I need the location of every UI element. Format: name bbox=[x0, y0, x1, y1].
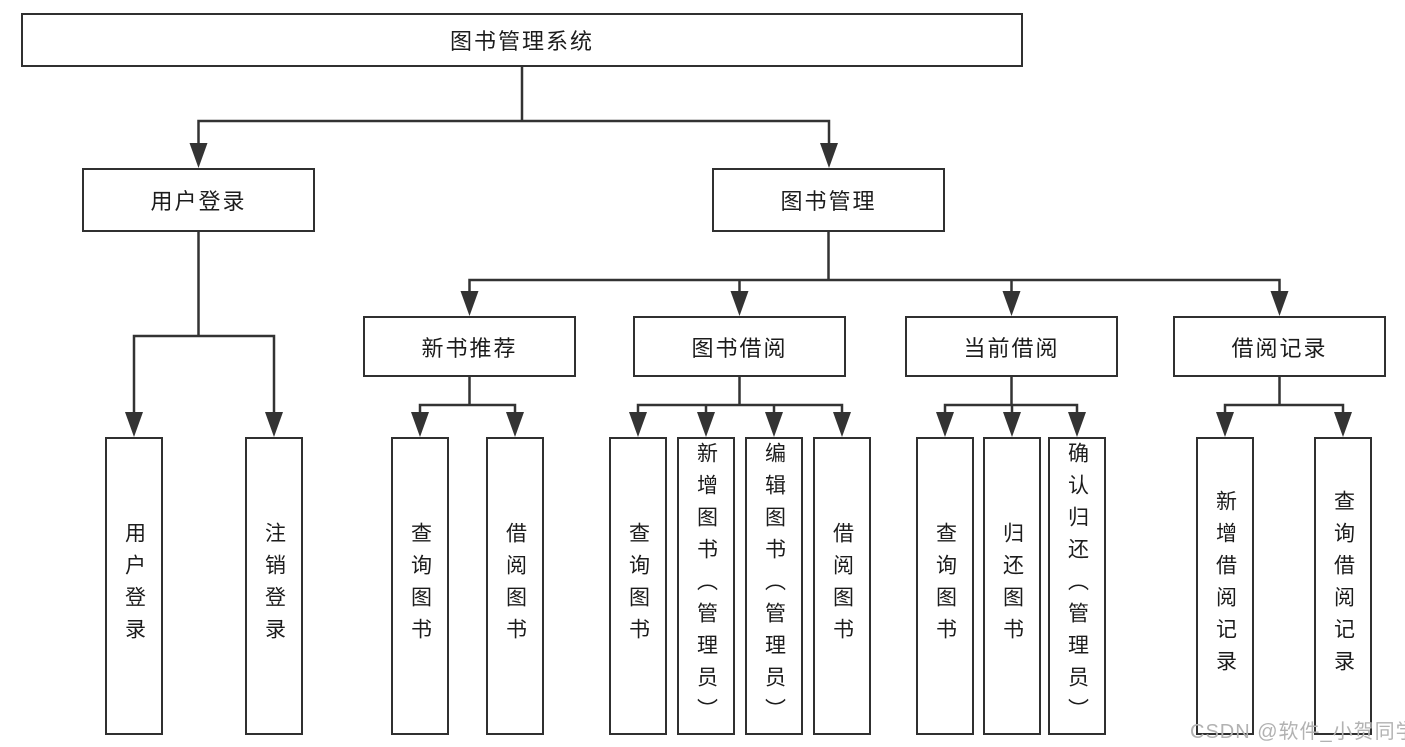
arrowhead bbox=[820, 143, 838, 168]
node-leaf-edit-books-admin: 编辑图书（管理员） bbox=[745, 437, 803, 735]
node-leaf-query-borrow-record: 查询借阅记录 bbox=[1314, 437, 1372, 735]
arrowhead bbox=[1270, 291, 1289, 316]
arrowhead bbox=[936, 412, 954, 437]
node-label: 借阅记录 bbox=[1231, 335, 1328, 361]
node-book-borrowing: 图书借阅 bbox=[633, 316, 846, 377]
node-current-borrowing: 当前借阅 bbox=[905, 316, 1118, 377]
node-leaf-user-login: 用户登录 bbox=[105, 437, 163, 735]
node-label: 当前借阅 bbox=[963, 335, 1060, 361]
node-label: 用户登录 bbox=[150, 189, 247, 214]
arrowhead bbox=[460, 291, 479, 316]
node-user-login-branch: 用户登录 bbox=[82, 168, 315, 232]
csdn-watermark: CSDN @软件_小贺同学 bbox=[1190, 721, 1405, 743]
arrowhead bbox=[1216, 412, 1234, 437]
node-leaf-add-books-admin: 新增图书（管理员） bbox=[677, 437, 735, 735]
arrowhead bbox=[697, 412, 715, 437]
node-leaf-query-books: 查询图书 bbox=[916, 437, 974, 735]
node-leaf-query-books: 查询图书 bbox=[391, 437, 449, 735]
connector-root-to-level2 bbox=[189, 65, 838, 168]
arrowhead bbox=[265, 412, 283, 437]
arrowhead bbox=[125, 412, 143, 437]
connector-borrowing-records-to-leaves bbox=[1216, 375, 1352, 437]
node-leaf-return-books: 归还图书 bbox=[983, 437, 1041, 735]
arrowhead bbox=[506, 412, 524, 437]
node-new-book-recommend: 新书推荐 bbox=[363, 316, 576, 377]
node-leaf-logout: 注销登录 bbox=[245, 437, 303, 735]
connector-user-login-to-leaves bbox=[125, 230, 283, 437]
node-label: 图书管理 bbox=[780, 189, 877, 214]
node-borrowing-records: 借阅记录 bbox=[1173, 316, 1386, 377]
node-label: 新书推荐 bbox=[421, 335, 518, 361]
connector-new-book-recommend-to-leaves bbox=[411, 375, 524, 437]
node-leaf-confirm-return-admin: 确认归还（管理员） bbox=[1048, 437, 1106, 735]
arrowhead bbox=[730, 291, 749, 316]
connector-book-management-to-modules bbox=[460, 230, 1289, 316]
arrowhead bbox=[1068, 412, 1086, 437]
arrowhead bbox=[1334, 412, 1352, 437]
arrowhead bbox=[189, 143, 208, 168]
node-root-system: 图书管理系统 bbox=[21, 13, 1023, 67]
node-label: 图书借阅 bbox=[691, 335, 788, 361]
arrowhead bbox=[833, 412, 851, 437]
arrowhead bbox=[411, 412, 429, 437]
node-label: 图书管理系统 bbox=[449, 29, 594, 54]
arrowhead bbox=[629, 412, 647, 437]
node-leaf-borrow-books: 借阅图书 bbox=[813, 437, 871, 735]
arrowhead bbox=[765, 412, 783, 437]
connector-current-borrowing-to-leaves bbox=[936, 375, 1086, 437]
connector-book-borrowing-to-leaves bbox=[629, 375, 851, 437]
arrowhead bbox=[1003, 412, 1021, 437]
node-leaf-add-borrow-record: 新增借阅记录 bbox=[1196, 437, 1254, 735]
node-leaf-borrow-books: 借阅图书 bbox=[486, 437, 544, 735]
node-leaf-query-books: 查询图书 bbox=[609, 437, 667, 735]
arrowhead bbox=[1002, 291, 1021, 316]
node-book-management-branch: 图书管理 bbox=[712, 168, 945, 232]
